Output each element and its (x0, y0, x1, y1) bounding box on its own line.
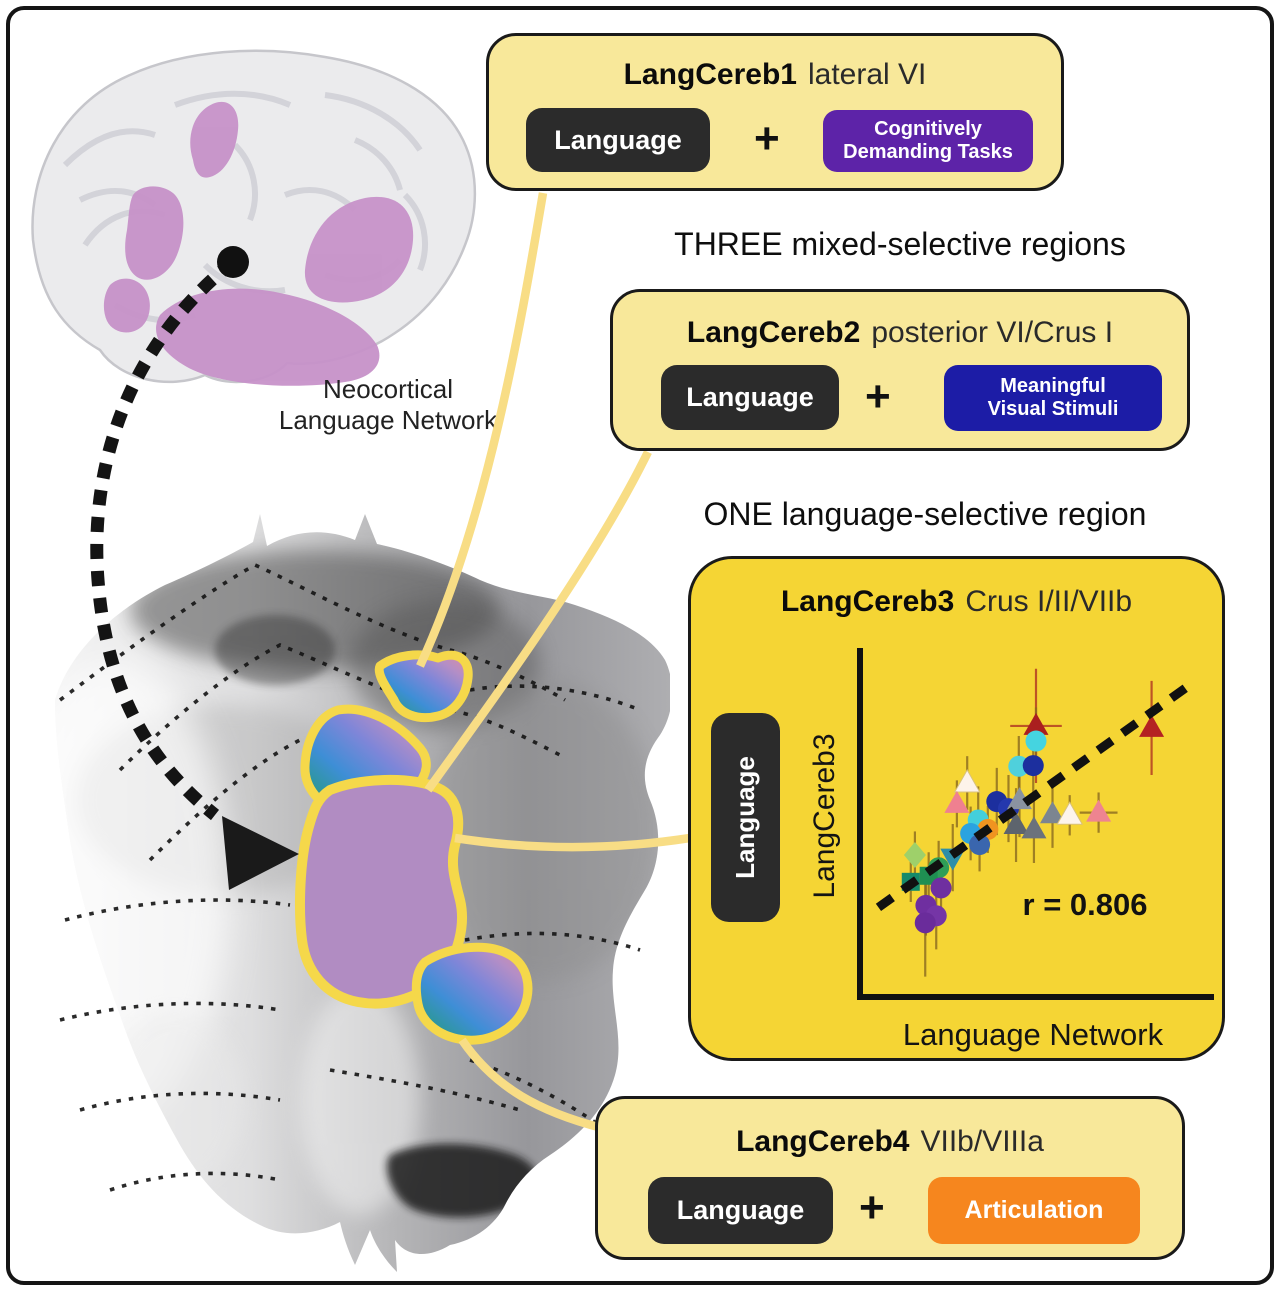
language-pill-label: Language (730, 756, 761, 879)
plus-sign: + (754, 114, 780, 163)
langcereb1-region: lateral VI (808, 58, 927, 91)
language-pill: Language (526, 108, 710, 172)
heading-language-selective: ONE language-selective region (703, 496, 1147, 532)
langcereb2-box: LangCereb2 posterior VI/Crus I Language +… (610, 289, 1190, 451)
partner-line1: Meaningful (1000, 375, 1106, 397)
langcereb4-region: VIIb/VIIIa (920, 1125, 1044, 1158)
brain-anchor-dot (217, 246, 249, 278)
langcereb4-box: LangCereb4 VIIb/VIIIa Language + Articula… (595, 1096, 1185, 1260)
connector-langcereb2 (424, 450, 652, 793)
flatmap-region-langcereb4 (411, 942, 533, 1045)
partner-line2: Visual Stimuli (987, 398, 1119, 420)
cerebellum-flatmap (55, 514, 670, 1272)
brain-to-cerebellum-dashed-line (90, 256, 238, 821)
yellow-connectors (416, 192, 691, 1133)
langcereb4-title: LangCereb4 VIIb/VIIIa (598, 1125, 1182, 1159)
flatmap-langcereb-regions (295, 650, 533, 1045)
neocortical-language-regions (103, 101, 414, 386)
region-frontal (125, 186, 184, 280)
langcereb1-box: LangCereb1 lateral VI Language + Cognitiv… (486, 33, 1064, 191)
region-inferior-frontal (103, 278, 150, 333)
connector-langcereb4 (458, 1037, 604, 1133)
flatmap-region-langcereb1 (374, 650, 473, 723)
language-pill: Language (648, 1177, 833, 1244)
plus-sign: + (859, 1183, 885, 1232)
langcereb3-title: LangCereb3 Crus I/II/VIIb (691, 585, 1222, 619)
langcereb2-region: posterior VI/Crus I (871, 316, 1114, 349)
langcereb3-name: LangCereb3 (780, 585, 955, 618)
scatter-xlabel: Language Network (902, 1017, 1164, 1052)
connector-langcereb1 (416, 192, 548, 668)
partner-line1: Articulation (964, 1196, 1104, 1224)
langcereb3-box: LangCereb3 Crus I/II/VIIb Language LangCe… (688, 556, 1225, 1061)
scatter-plot (857, 648, 1214, 1000)
cognitive-tasks-pill: Cognitively Demanding Tasks (823, 110, 1033, 172)
langcereb1-title: LangCereb1 lateral VI (489, 58, 1061, 92)
brain-caption-line2: Language Network (278, 405, 498, 435)
brain-illustration (31, 49, 477, 386)
partner-line2: Demanding Tasks (843, 141, 1013, 163)
langcereb4-name: LangCereb4 (736, 1125, 910, 1158)
partner-line1: Cognitively (874, 118, 982, 140)
articulation-pill: Articulation (928, 1177, 1140, 1244)
brain-caption-line1: Neocortical (322, 374, 454, 404)
region-premotor (190, 101, 239, 178)
arrowhead-icon (222, 816, 299, 890)
correlation-value: r = 0.806 (1022, 887, 1148, 922)
langcereb3-region: Crus I/II/VIIb (965, 585, 1133, 618)
langcereb2-name: LangCereb2 (686, 316, 861, 349)
langcereb2-title: LangCereb2 posterior VI/Crus I (613, 316, 1187, 350)
region-posterior-temporal (304, 196, 414, 303)
region-temporal (156, 288, 380, 386)
heading-mixed-selective: THREE mixed-selective regions (674, 226, 1126, 262)
plus-sign: + (865, 372, 891, 421)
scatter-ylabel: LangCereb3 (808, 733, 841, 899)
langcereb1-name: LangCereb1 (623, 58, 797, 91)
language-pill: Language (661, 365, 839, 430)
brain-caption: Neocortical Language Network (278, 374, 498, 436)
connector-langcereb3 (454, 833, 691, 852)
flatmap-lobule-boundaries (58, 562, 641, 1192)
visual-stimuli-pill: Meaningful Visual Stimuli (944, 365, 1162, 431)
language-pill-vertical: Language (711, 713, 780, 922)
